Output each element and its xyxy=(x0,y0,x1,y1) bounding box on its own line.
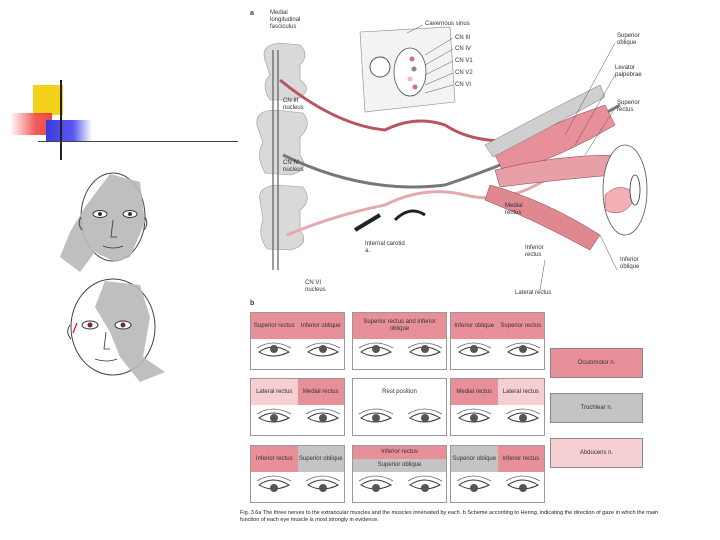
label-inferior-oblique: Inferior oblique xyxy=(620,257,640,270)
ornament-red-square xyxy=(10,113,52,135)
hering-cell-label: Inferior oblique xyxy=(451,313,498,339)
hering-cell-label: Inferior rectus xyxy=(497,446,544,472)
hering-cell-label: Superior rectus xyxy=(497,313,544,339)
eyes-icon xyxy=(451,407,544,429)
hering-cell-label: Inferior rectus xyxy=(251,446,298,472)
eyes-icon xyxy=(251,407,344,429)
label-levator: Levator palpebrae xyxy=(615,65,642,78)
hering-cell-label: Medial rectus xyxy=(297,379,344,405)
label-inferior-rectus: Inferior rectus xyxy=(525,245,544,258)
label-cn3: CN III xyxy=(455,35,471,41)
label-cn5-2: CN V2 xyxy=(455,70,473,76)
hering-cell-label: Superior rectus xyxy=(251,313,298,339)
label-cn4: CN IV xyxy=(455,46,472,52)
hering-cell: Rest position xyxy=(352,378,447,436)
ornament-horizontal-line xyxy=(38,141,238,142)
hering-cell-label: Superior rectus and inferior oblique xyxy=(353,313,446,339)
eyes-icon xyxy=(251,474,344,496)
ornament-blue-square xyxy=(46,120,92,142)
hering-cell-label: Lateral rectus xyxy=(497,379,544,405)
hering-cell-label: Lateral rectus xyxy=(251,379,298,405)
panel-a: a xyxy=(245,5,655,300)
label-superior-oblique: Superior oblique xyxy=(617,33,640,46)
hering-cell-label: Medial rectus xyxy=(451,379,498,405)
legend-item: Oculomotor n. xyxy=(550,348,643,378)
ornament-vertical-line xyxy=(60,80,62,160)
hering-cell-label: Superior oblique xyxy=(451,446,498,472)
label-lateral-rectus: Lateral rectus xyxy=(515,290,552,296)
label-cavernous-sinus: Cavernous sinus xyxy=(425,21,470,27)
label-cn4-nucleus: CN IV nucleus xyxy=(283,160,304,173)
hering-cell-label: Superior oblique xyxy=(353,459,446,472)
slide-ornament xyxy=(8,80,238,160)
label-cn6: CN VI xyxy=(455,82,472,88)
label-cn6-nucleus: CN VI nucleus xyxy=(305,280,326,293)
hering-cell: Superior rectus and inferior oblique xyxy=(352,312,447,370)
label-cn3-nucleus: CN III nucleus xyxy=(283,98,304,111)
legend-item: Trochlear n. xyxy=(550,393,643,423)
label-cn5-1: CN V1 xyxy=(455,58,473,64)
hering-cell-label: Inferior oblique xyxy=(297,313,344,339)
face-bottom xyxy=(67,278,165,382)
label-medial-rectus: Medial rectus xyxy=(505,203,523,216)
face-illustrations xyxy=(60,172,165,382)
label-internal-carotid: Internal carotid a. xyxy=(365,241,405,254)
hering-cell-label: Rest position xyxy=(353,379,446,405)
label-superior-rectus: Superior rectus xyxy=(617,100,640,113)
figure-caption: Fig. 3.6a The three nerves to the extrao… xyxy=(240,510,659,523)
hering-cell-label: Superior oblique xyxy=(297,446,344,472)
label-mlf: Medial longitudinal fasciculus xyxy=(270,10,301,30)
face-top xyxy=(60,172,148,272)
panel-b-letter: b xyxy=(250,300,255,307)
eyes-icon xyxy=(353,474,446,496)
eyes-icon xyxy=(451,474,544,496)
eyes-icon xyxy=(353,341,446,363)
eyes-icon xyxy=(451,341,544,363)
eyes-icon xyxy=(251,341,344,363)
nerve-anatomy-drawing xyxy=(256,24,648,291)
panel-a-letter: a xyxy=(250,10,254,17)
ornament-yellow-square xyxy=(33,85,63,115)
hering-cell-label: Inferior rectus xyxy=(353,446,446,459)
legend-item: Abducens n. xyxy=(550,438,643,468)
eyes-icon xyxy=(353,407,446,429)
